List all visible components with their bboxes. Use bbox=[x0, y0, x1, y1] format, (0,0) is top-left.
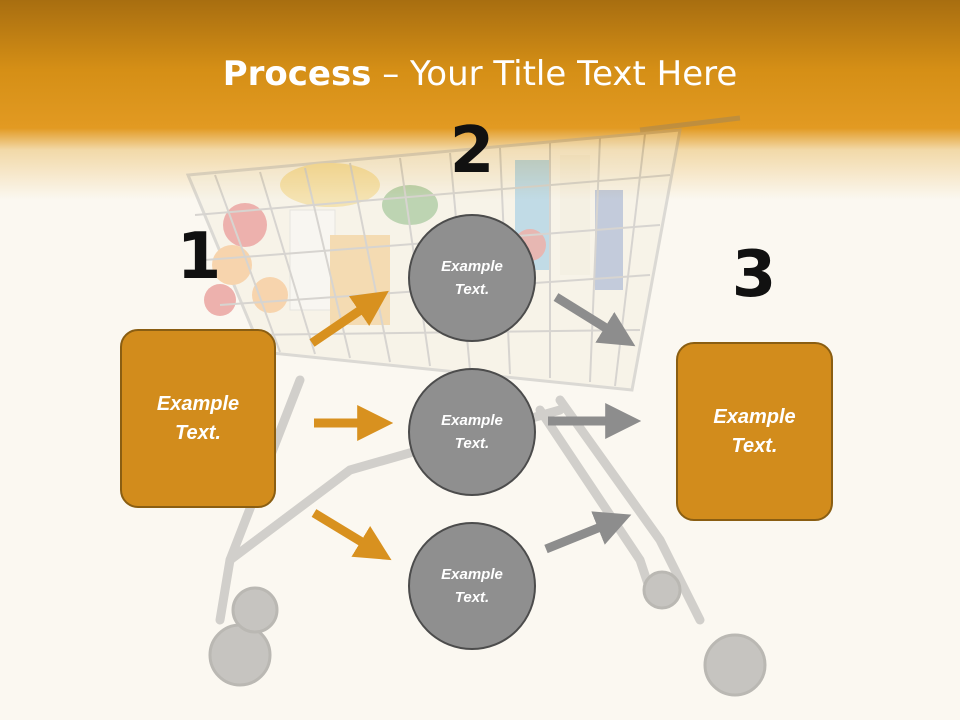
slide-title: Process – Your Title Text Here bbox=[0, 52, 960, 96]
circle-text: Example Text. bbox=[441, 412, 503, 452]
step-1-text: Example Text. bbox=[156, 392, 240, 444]
circle-text: Example Text. bbox=[441, 258, 503, 298]
circle-text: Example Text. bbox=[441, 566, 503, 606]
step-number-3: 3 bbox=[731, 238, 777, 312]
arrow-2c-to-3 bbox=[544, 511, 632, 554]
step-3-box[interactable]: Example Text. bbox=[676, 342, 833, 521]
step-number-2: 2 bbox=[449, 114, 495, 188]
title-bold: Process bbox=[222, 54, 372, 94]
step-1-box[interactable]: Example Text. bbox=[120, 329, 276, 508]
step-number-1: 1 bbox=[176, 220, 222, 294]
arrow-1-to-2c bbox=[311, 509, 392, 561]
arrow-2a-to-3 bbox=[553, 293, 636, 347]
arrow-1-to-2a bbox=[309, 290, 389, 347]
step-2-circle-bottom[interactable]: Example Text. bbox=[408, 522, 536, 650]
title-rest: – Your Title Text Here bbox=[371, 54, 738, 94]
step-2-circle-top[interactable]: Example Text. bbox=[408, 214, 536, 342]
header-band bbox=[0, 0, 960, 200]
step-2-circle-middle[interactable]: Example Text. bbox=[408, 368, 536, 496]
step-3-text: Example Text. bbox=[713, 405, 796, 457]
